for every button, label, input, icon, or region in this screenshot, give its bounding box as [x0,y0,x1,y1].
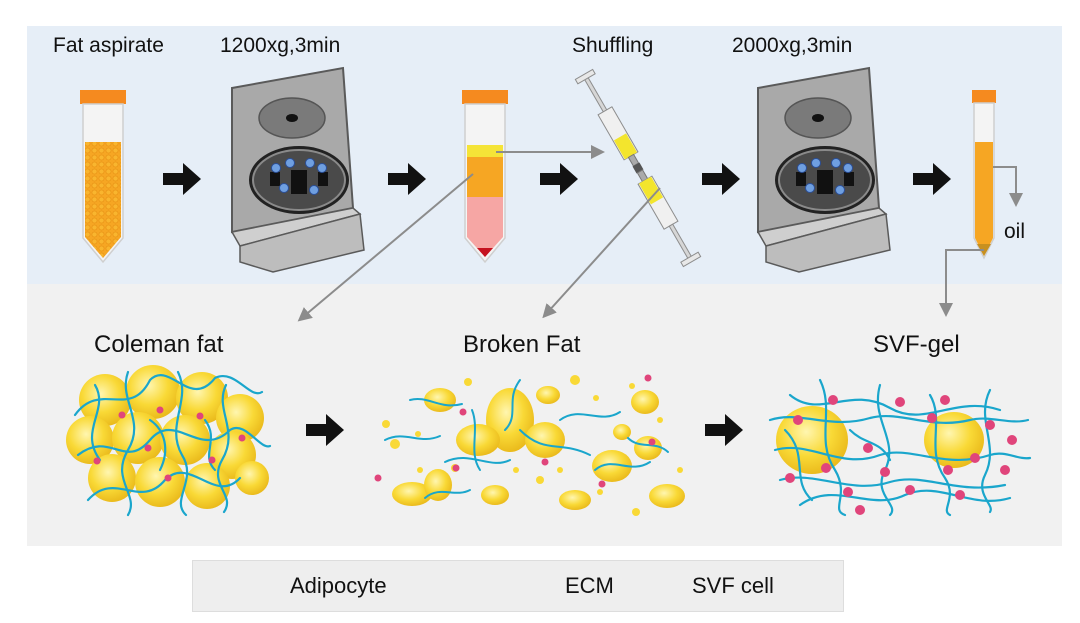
tube-fat-aspirate [80,90,126,264]
label-oil: oil [1004,220,1026,243]
broken-fat-illustration [374,374,685,516]
label-spin-1: 1200xg,3min [220,34,341,57]
label-svf-gel: SVF-gel [873,331,960,358]
legend-label-ecm: ECM [565,573,614,598]
flow-arrows-gray [297,145,1023,322]
label-fat-aspirate: Fat aspirate [53,34,164,57]
centrifuge-2 [756,66,891,273]
process-arrows-top [163,163,951,195]
label-shuffling: Shuffling [572,34,654,57]
tube-svf-gel [972,90,996,260]
label-broken-fat: Broken Fat [463,331,581,358]
legend [192,560,844,612]
label-coleman-fat: Coleman fat [94,331,224,358]
syringes-shuffling [574,68,702,268]
coleman-fat-illustration [66,365,272,517]
label-spin-2: 2000xg,3min [732,34,853,57]
process-arrows-bottom [306,414,743,446]
legend-label-adipocyte: Adipocyte [290,573,387,598]
centrifuge-1 [230,66,365,273]
svf-gel-illustration [768,378,1032,517]
legend-label-svf-cell: SVF cell [692,573,774,598]
tube-separated [462,90,508,264]
